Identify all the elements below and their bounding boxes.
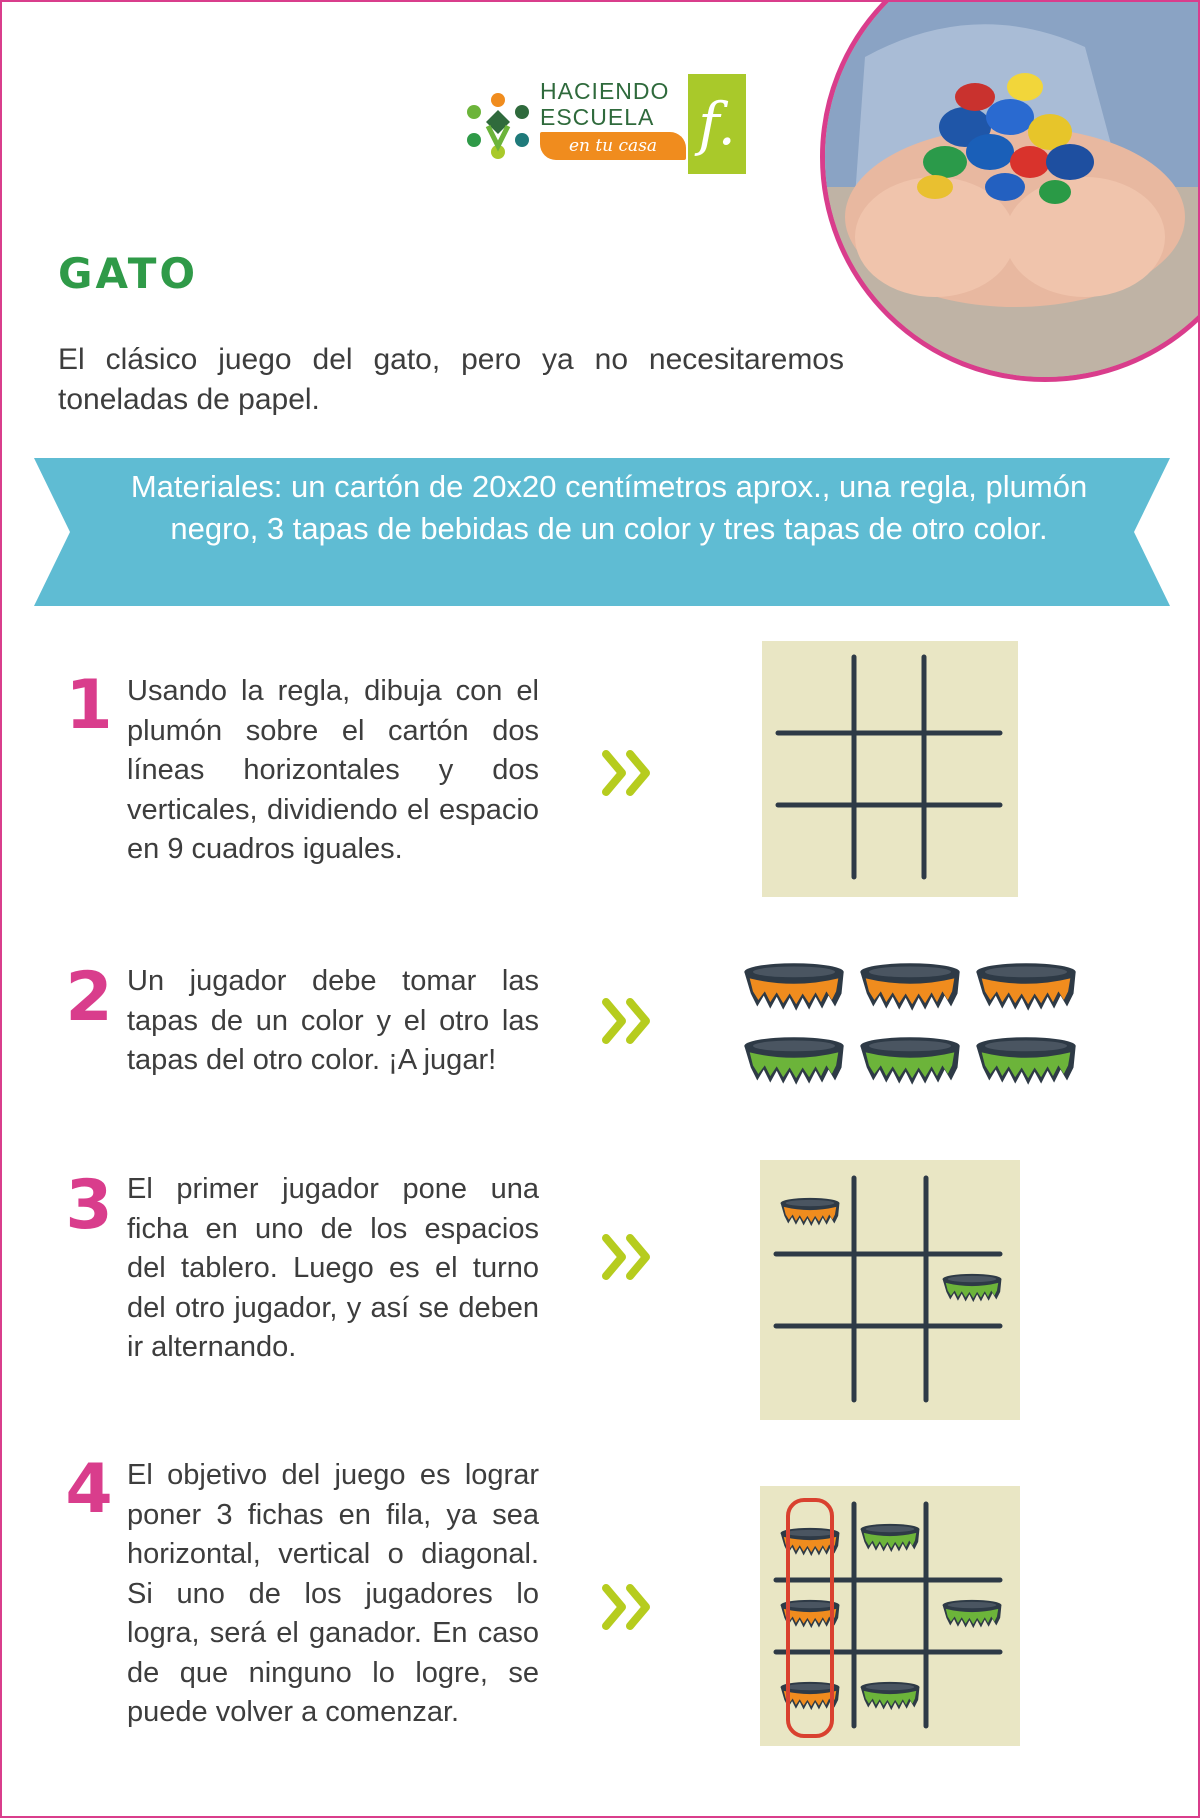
materials-text: Materiales: un cartón de 20x20 centímetr… [130,469,1088,546]
chevron-double-right-icon [602,1584,656,1630]
logo-line-2: ESCUELA [540,104,655,130]
step-2-number: 2 [65,958,113,1037]
logo-tagline: en tu casa [540,132,686,160]
chevron-double-right-icon [602,1234,656,1280]
photo-illustration [825,2,1198,377]
step-1-board [762,641,1018,897]
bottle-cap-green-icon [976,1037,1076,1085]
hands-with-bottle-caps-photo [820,2,1198,382]
bottle-cap-green-icon [860,1037,960,1085]
bottle-cap-orange-icon [976,963,1076,1011]
haciendo-escuela-logo: HACIENDO ESCUELA en tu casa f. [458,74,748,178]
people-circle-logo-icon [467,93,529,159]
bottle-cap-orange-icon [744,963,844,1011]
step-4-text: El objetivo del juego es lograr poner 3 … [127,1459,539,1728]
caps-illustration [744,963,1076,1085]
falabella-f-logo: f. [688,74,746,174]
tic-tac-toe-grid [775,654,1003,880]
bottle-cap-green-icon [942,1273,1002,1303]
bottle-cap-orange-icon [780,1197,840,1227]
materials-banner: Materiales: un cartón de 20x20 centímetr… [34,458,1170,606]
bottle-caps-set [740,957,1082,1089]
logo-line-1: HACIENDO [540,78,670,104]
chevron-double-right-icon [602,998,656,1044]
bottle-cap-green-icon [942,1599,1002,1629]
bottle-cap-green-icon [860,1523,920,1553]
page-title: GATO [58,249,199,298]
step-3-text: El primer jugador pone una ficha en uno … [127,1173,539,1363]
intro-paragraph: El clásico juego del gato, pero ya no ne… [58,343,844,416]
chevron-double-right-icon [602,750,656,796]
step-4-number: 4 [65,1450,113,1529]
winning-line-highlight [786,1498,834,1738]
tic-tac-toe-grid-winning-line [773,1498,1003,1738]
step-1-text: Usando la regla, dibuja con el plumón so… [127,675,539,865]
logo-title: HACIENDO ESCUELA [540,78,669,130]
step-4-board [760,1486,1020,1746]
step-2-text: Un jugador debe tomar las tapas de un co… [127,965,539,1076]
step-3-board [760,1160,1020,1420]
step-3-number: 3 [65,1166,113,1245]
banner-shape [34,458,1170,606]
bottle-cap-green-icon [860,1681,920,1711]
step-1-number: 1 [65,666,113,745]
tic-tac-toe-grid-first-moves [773,1175,1003,1403]
bottle-cap-green-icon [744,1037,844,1085]
bottle-cap-orange-icon [860,963,960,1011]
